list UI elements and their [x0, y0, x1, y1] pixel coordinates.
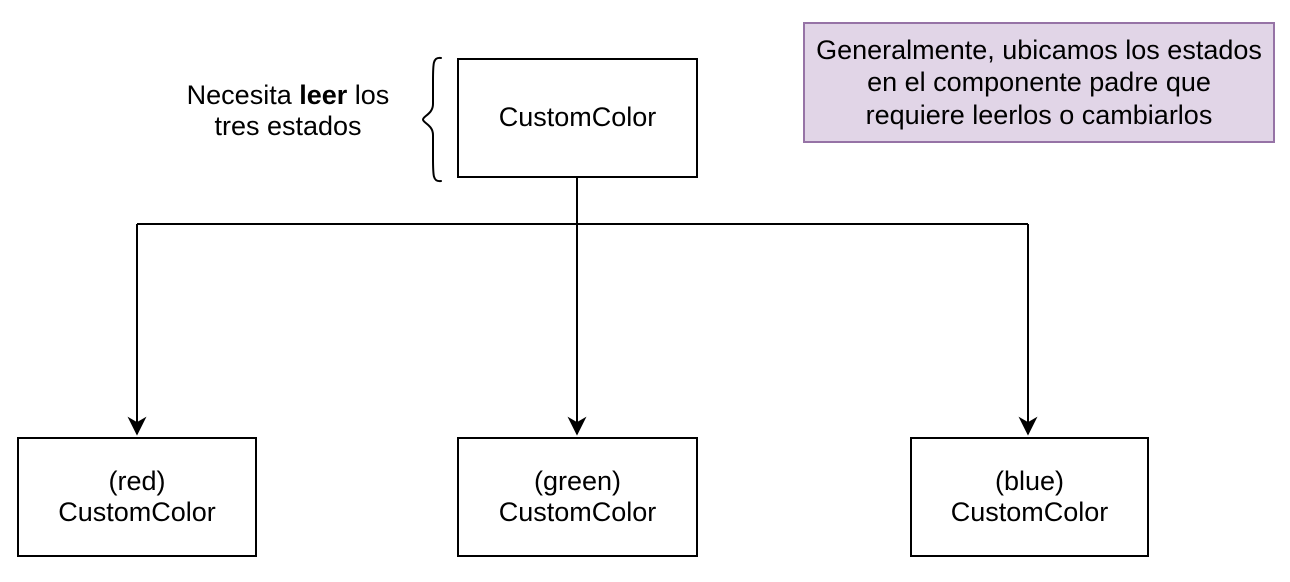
node-child-red: (red) CustomColor — [17, 437, 257, 557]
annotation-line1-bold: leer — [299, 80, 348, 110]
node-label: CustomColor — [498, 497, 657, 527]
node-child-blue: (blue) CustomColor — [910, 437, 1149, 557]
node-qualifier: (green) — [533, 465, 622, 496]
note-line3: requiere leerlos o cambiarlos — [865, 99, 1213, 130]
annotation-label: Necesita leer los tres estados — [157, 80, 419, 143]
annotation-line1-pre: Necesita — [186, 80, 292, 110]
annotation-line1: Necesita leer los — [157, 80, 419, 111]
node-label: CustomColor — [498, 102, 657, 133]
annotation-line1-post: los — [354, 80, 390, 110]
node-child-green: (green) CustomColor — [457, 437, 698, 557]
node-label: CustomColor — [58, 497, 216, 527]
curly-brace-icon — [422, 56, 442, 183]
node-qualifier: (red) — [108, 465, 166, 496]
note-line1: Generalmente, ubicamos los estados — [816, 34, 1262, 65]
node-label: CustomColor — [950, 497, 1109, 527]
node-qualifier: (blue) — [994, 465, 1065, 496]
note-box: Generalmente, ubicamos los estados en el… — [803, 22, 1275, 143]
node-parent-customcolor: CustomColor — [457, 58, 698, 178]
note-line2: en el componente padre que — [867, 67, 1211, 98]
annotation-line2: tres estados — [214, 111, 362, 142]
